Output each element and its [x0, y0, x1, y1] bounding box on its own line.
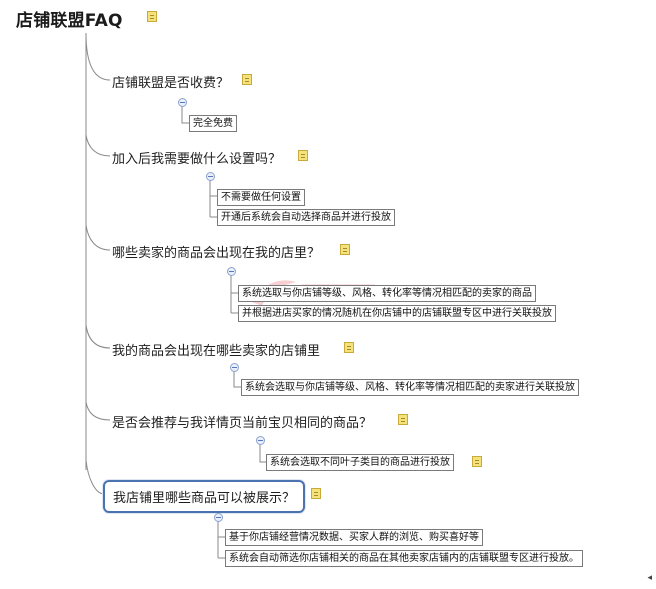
collapse-toggle-icon[interactable] [227, 267, 236, 276]
answer-q3-2: 并根据进店买家的情况随机在你店铺中的店铺联盟专区中进行关联投放 [238, 305, 556, 322]
question-free[interactable]: 店铺联盟是否收费？ [112, 76, 230, 91]
connector-q6 [217, 520, 225, 559]
branch-q5 [85, 401, 111, 421]
answer-q2-2: 开通后系统会自动选择商品并进行投放 [217, 209, 395, 226]
answer-q2-1: 不需要做任何设置 [217, 189, 305, 206]
note-icon[interactable] [298, 150, 308, 161]
branch-q3 [85, 224, 111, 251]
branch-q4 [85, 324, 111, 349]
answer-q3-1: 系统选取与你店铺等级、风格、转化率等情况相匹配的卖家的商品 [238, 285, 536, 302]
answer-q6-2: 系统会自动筛选你店铺相关的商品在其他卖家店铺内的店铺联盟专区进行投放。 [225, 550, 583, 567]
branch-q2 [85, 134, 111, 157]
note-icon[interactable] [472, 456, 482, 467]
root-title: 店铺联盟FAQ [16, 11, 123, 31]
connector-q3 [230, 274, 238, 314]
collapse-toggle-icon[interactable] [256, 436, 265, 445]
note-icon[interactable] [398, 414, 408, 425]
collapse-toggle-icon[interactable] [178, 98, 187, 107]
note-icon[interactable] [242, 74, 252, 85]
note-icon[interactable] [344, 342, 354, 353]
branch-q1 [85, 32, 111, 81]
question-displayed-items[interactable]: 我店铺里哪些商品可以被展示？ [103, 480, 306, 513]
question-my-products[interactable]: 我的商品会出现在哪些卖家的店铺里 [112, 344, 321, 359]
scroll-left-arrow-icon[interactable]: ◂ [647, 573, 652, 583]
collapse-toggle-icon[interactable] [214, 513, 223, 522]
answer-q6-1: 基于你店铺经营情况数据、买家人群的浏览、购买喜好等 [225, 529, 483, 546]
note-icon[interactable] [311, 488, 321, 499]
connector-q5 [259, 443, 266, 463]
note-icon[interactable] [147, 11, 157, 22]
note-icon[interactable] [340, 244, 350, 255]
branch-q6 [85, 459, 105, 495]
answer-q4-1: 系统会选取与你店铺等级、风格、转化率等情况相匹配的卖家进行关联投放 [241, 379, 579, 396]
connector-q4 [233, 370, 241, 388]
connector-q1 [181, 106, 189, 124]
question-setup[interactable]: 加入后我需要做什么设置吗？ [112, 152, 282, 167]
question-same-items[interactable]: 是否会推荐与我详情页当前宝贝相同的商品？ [112, 416, 373, 431]
collapse-toggle-icon[interactable] [206, 172, 215, 181]
question-which-sellers[interactable]: 哪些卖家的商品会出现在我的店里？ [112, 246, 321, 261]
answer-q5-1: 系统会选取不同叶子类目的商品进行投放 [266, 454, 454, 471]
collapse-toggle-icon[interactable] [230, 363, 239, 372]
answer-q1-1: 完全免费 [189, 115, 237, 132]
connector-q2 [209, 179, 217, 218]
